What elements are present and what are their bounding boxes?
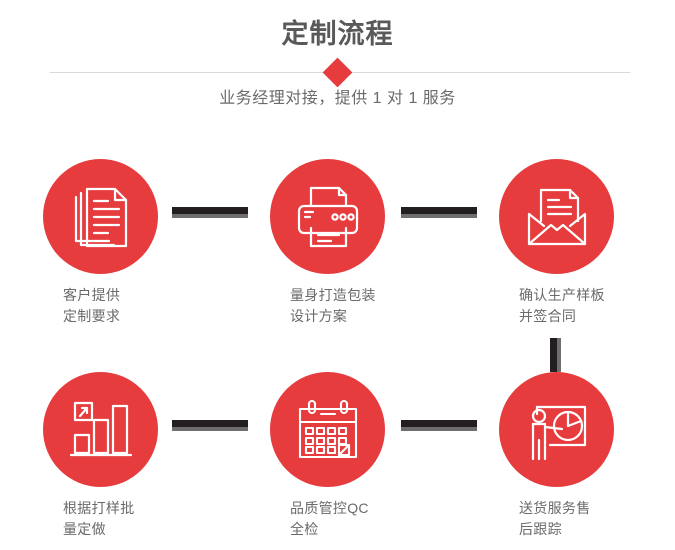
envelope-document-icon (527, 188, 586, 245)
printer-icon (297, 186, 358, 247)
page-title: 定制流程 (281, 19, 394, 49)
flow-step-1-label: 客户提供 定制要求 (63, 287, 121, 324)
calendar-check-icon (298, 399, 357, 458)
title-divider (0, 57, 675, 88)
page-header: 定制流程 业务经理对接，提供 1 对 1 服务 (0, 0, 675, 140)
flow-step-3-label: 确认生产样板 并签合同 (519, 287, 605, 324)
presenter-pie-chart-icon (531, 405, 586, 460)
connector-step5-step6 (401, 420, 477, 431)
flow-step-2-circle[interactable] (270, 159, 385, 274)
flow-step-2-label: 量身打造包装 设计方案 (290, 287, 376, 324)
connector-step4-step5 (172, 420, 248, 431)
connector-step2-step3 (401, 207, 477, 218)
flow-step-6-circle[interactable] (499, 372, 614, 487)
connector-step3-step6 (550, 338, 561, 372)
flow-step-5-label: 品质管控QC 全检 (290, 500, 369, 537)
page-subtitle: 业务经理对接，提供 1 对 1 服务 (219, 90, 456, 107)
bar-chart-growth-icon (69, 401, 132, 456)
flow-step-4-circle[interactable] (43, 372, 158, 487)
flow-step-5-circle[interactable] (270, 372, 385, 487)
flow-step-4-label: 根据打样批 量定做 (63, 500, 135, 537)
flow-step-3-circle[interactable] (499, 159, 614, 274)
documents-stack-icon (74, 187, 127, 247)
flow-step-1-circle[interactable] (43, 159, 158, 274)
connector-step1-step2 (172, 207, 248, 218)
diamond-marker-icon (322, 57, 353, 88)
flow-step-6-label: 送货服务售 后跟踪 (519, 500, 591, 537)
